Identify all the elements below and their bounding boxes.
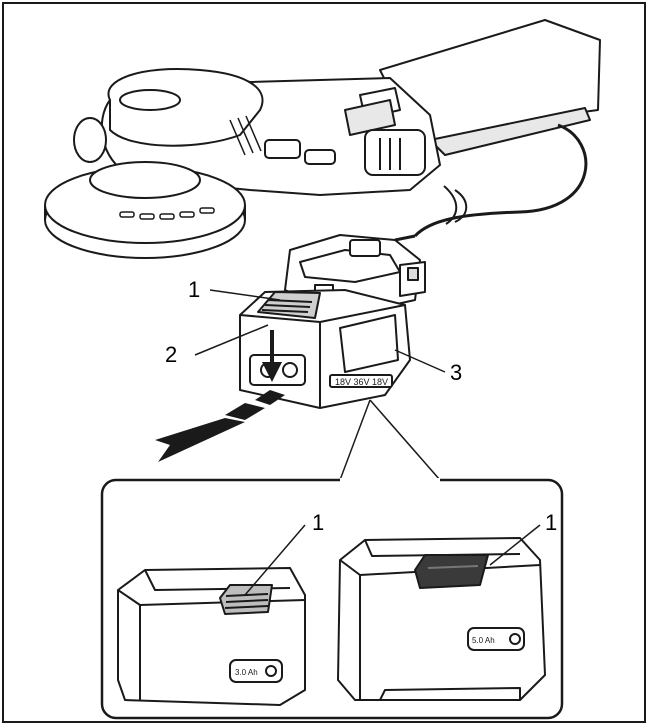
small-battery-label: 3.0 Ah — [235, 668, 258, 677]
random-orbit-sander — [44, 19, 601, 259]
main-battery-label: 18V 36V 18V — [335, 377, 388, 387]
callout-detail-left-1: 1 — [312, 510, 324, 535]
callout-main-2: 2 — [165, 342, 177, 367]
zoom-connector — [339, 399, 441, 481]
detail-callout-lines — [244, 524, 541, 596]
large-battery-label: 5.0 Ah — [472, 636, 495, 645]
slide-out-arrow — [155, 390, 285, 462]
press-down-arrow — [262, 330, 282, 382]
small-battery: 3.0 Ah — [117, 567, 306, 706]
callout-main-3: 3 — [450, 360, 462, 385]
large-battery: 5.0 Ah — [337, 537, 546, 701]
main-callout-lines — [194, 289, 446, 373]
callout-main-1: 1 — [188, 277, 200, 302]
callout-detail-right-1: 1 — [545, 510, 557, 535]
main-battery: 18V 36V 18V — [239, 289, 411, 409]
